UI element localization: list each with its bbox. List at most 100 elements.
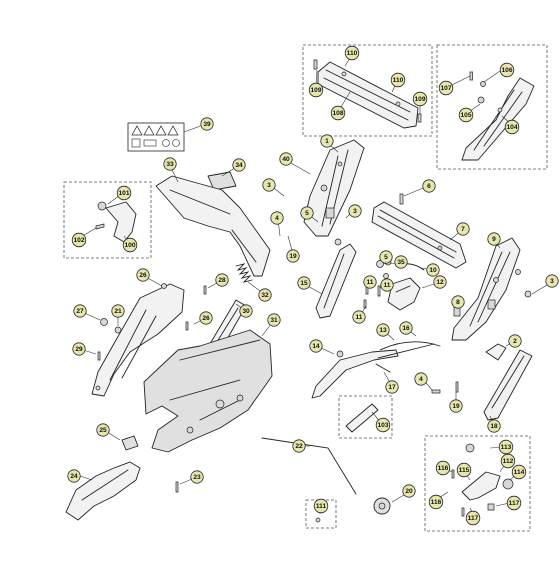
cable-13 xyxy=(377,343,435,359)
callout-30: 30 xyxy=(239,304,253,318)
callout-circle xyxy=(399,321,413,335)
callout-label: 5 xyxy=(305,210,309,217)
callout-label: 116 xyxy=(431,499,442,506)
callout-111: 111 xyxy=(313,498,329,514)
callout-label: 40 xyxy=(282,156,290,163)
group-box-112 xyxy=(424,435,531,532)
cover-33 xyxy=(155,175,271,277)
callout-label: 25 xyxy=(99,427,107,434)
spring-32 xyxy=(235,263,253,283)
callout-8: 8 xyxy=(451,295,465,309)
callout-label: 101 xyxy=(118,190,129,197)
callout-label: 107 xyxy=(440,85,451,92)
callout-circle xyxy=(300,206,314,220)
callout-14: 14 xyxy=(309,339,323,353)
callout-label: 1 xyxy=(325,138,329,145)
callout-circle xyxy=(511,464,527,480)
callout-1: 1 xyxy=(320,134,334,148)
side-plate-9 xyxy=(451,237,521,341)
callout-circle xyxy=(200,117,214,131)
callout-5: 5 xyxy=(300,206,314,220)
callout-label: 35 xyxy=(397,259,405,266)
housing-31 xyxy=(143,329,273,453)
callout-116: 116 xyxy=(428,494,444,510)
callout-label: 29 xyxy=(75,346,83,353)
callout-18: 18 xyxy=(487,419,501,433)
callout-label: 115 xyxy=(459,467,470,474)
callout-circle xyxy=(72,342,86,356)
callout-label: 16 xyxy=(402,325,410,332)
callout-circle xyxy=(286,249,300,263)
callout-107: 107 xyxy=(438,80,454,96)
callout-label: 108 xyxy=(332,110,343,117)
callout-26: 26 xyxy=(136,268,150,282)
callout-label: 109 xyxy=(414,96,425,103)
lever-12 xyxy=(387,277,421,311)
callout-104: 104 xyxy=(504,119,520,135)
callout-circle xyxy=(348,204,362,218)
callout-circle xyxy=(313,498,329,514)
callout-10: 10 xyxy=(426,263,440,277)
callout-circle xyxy=(379,250,393,264)
callout-circle xyxy=(499,62,515,78)
callout-circle xyxy=(426,263,440,277)
callout-label: 3 xyxy=(550,278,554,285)
callout-40: 40 xyxy=(279,152,293,166)
callout-label: 3 xyxy=(353,208,357,215)
callout-20: 20 xyxy=(402,484,416,498)
callout-label: 9 xyxy=(492,236,496,243)
callout-15: 15 xyxy=(297,276,311,290)
callout-label: 20 xyxy=(405,488,413,495)
callout-circle xyxy=(363,275,377,289)
callout-circle xyxy=(320,134,334,148)
callout-116: 116 xyxy=(435,460,451,476)
callout-label: 102 xyxy=(73,237,84,244)
callout-12: 12 xyxy=(433,275,447,289)
group-box-104 xyxy=(436,44,548,170)
callout-circle xyxy=(308,82,324,98)
callout-circle xyxy=(190,470,204,484)
callout-105: 105 xyxy=(458,107,474,123)
callout-6: 6 xyxy=(422,179,436,193)
callout-117: 117 xyxy=(506,495,522,511)
callout-circle xyxy=(67,469,81,483)
callout-4: 4 xyxy=(414,372,428,386)
callout-35: 35 xyxy=(394,255,408,269)
parts xyxy=(65,59,535,523)
plate-2 xyxy=(485,343,507,361)
warning-label-39 xyxy=(127,122,185,152)
callout-label: 26 xyxy=(139,272,147,279)
callout-113: 113 xyxy=(498,439,514,455)
callout-circle xyxy=(111,304,125,318)
callout-circle xyxy=(402,484,416,498)
callout-label: 104 xyxy=(506,124,517,131)
callout-109: 109 xyxy=(412,91,428,107)
callout-5: 5 xyxy=(379,250,393,264)
callout-label: 32 xyxy=(261,292,269,299)
callout-circle xyxy=(292,439,306,453)
callout-label: 5 xyxy=(384,254,388,261)
callout-label: 117 xyxy=(468,515,479,522)
screw-6 xyxy=(399,193,404,205)
callout-11: 11 xyxy=(363,275,377,289)
screw-109 xyxy=(313,59,422,123)
callout-115: 115 xyxy=(456,462,472,478)
callout-2: 2 xyxy=(508,334,522,348)
callout-circle xyxy=(344,45,360,61)
callout-22: 22 xyxy=(292,439,306,453)
callout-label: 28 xyxy=(218,277,226,284)
callout-label: 34 xyxy=(235,162,243,169)
callout-114: 114 xyxy=(511,464,527,480)
callout-110: 110 xyxy=(344,45,360,61)
callout-circle xyxy=(414,372,428,386)
callout-label: 2 xyxy=(513,338,517,345)
callout-103: 103 xyxy=(375,417,391,433)
side-plate-1 xyxy=(303,139,365,237)
callout-label: 21 xyxy=(114,308,122,315)
callout-117: 117 xyxy=(465,510,481,526)
callout-label: 19 xyxy=(452,403,460,410)
callout-circle xyxy=(412,91,428,107)
callout-circle xyxy=(438,80,454,96)
callout-circle xyxy=(262,178,276,192)
